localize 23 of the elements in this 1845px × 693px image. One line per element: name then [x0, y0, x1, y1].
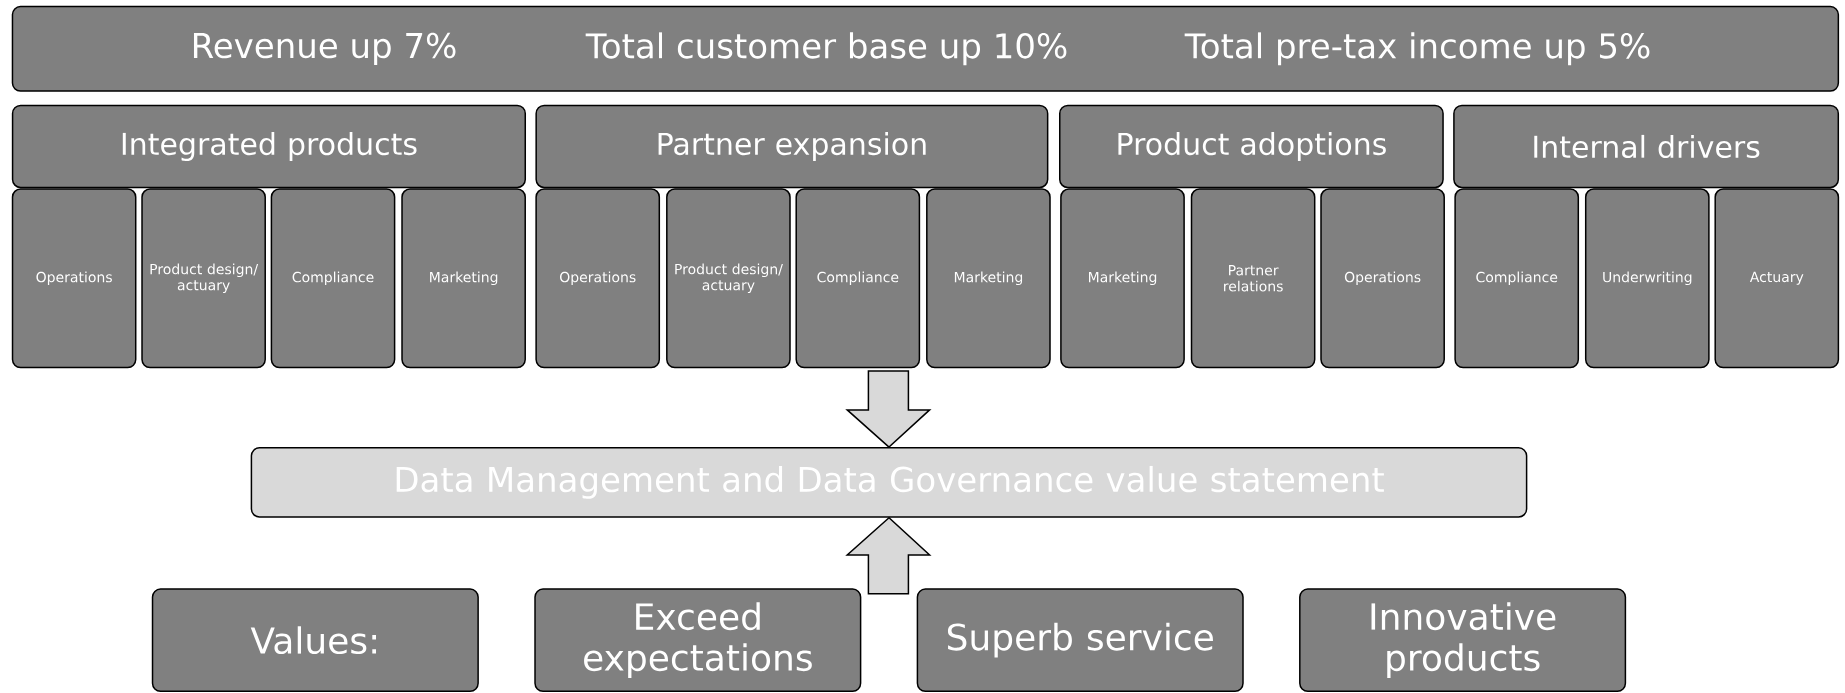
department-box: Partner relations [1190, 188, 1316, 369]
category-box: Product adoptions [1059, 104, 1444, 189]
category-box: Internal drivers [1453, 104, 1840, 189]
department-box: Operations [535, 188, 661, 369]
department-box: Actuary [1714, 188, 1840, 369]
department-box: Marketing [926, 188, 1051, 369]
value-box: Superb service [916, 588, 1244, 693]
department-box: Marketing [1060, 188, 1185, 369]
department-box: Product design/ actuary [141, 188, 266, 369]
department-box: Compliance [270, 188, 396, 369]
department-box: Operations [11, 188, 137, 369]
value-box: Innovative products [1299, 588, 1627, 693]
department-box: Compliance [1454, 188, 1580, 369]
department-box: Underwriting [1584, 188, 1710, 369]
department-box: Compliance [795, 188, 921, 369]
value-box: Exceed expectations [534, 588, 862, 693]
category-box: Integrated products [11, 104, 526, 189]
category-box: Partner expansion [535, 104, 1049, 189]
headline-banner: Revenue up 7% Total customer base up 10% Total pre-tax income up 5% [11, 5, 1840, 92]
department-box: Operations [1320, 188, 1445, 369]
department-box: Product design/ actuary [666, 188, 791, 369]
department-box: Marketing [401, 188, 526, 369]
value-box: Values: [151, 588, 479, 693]
